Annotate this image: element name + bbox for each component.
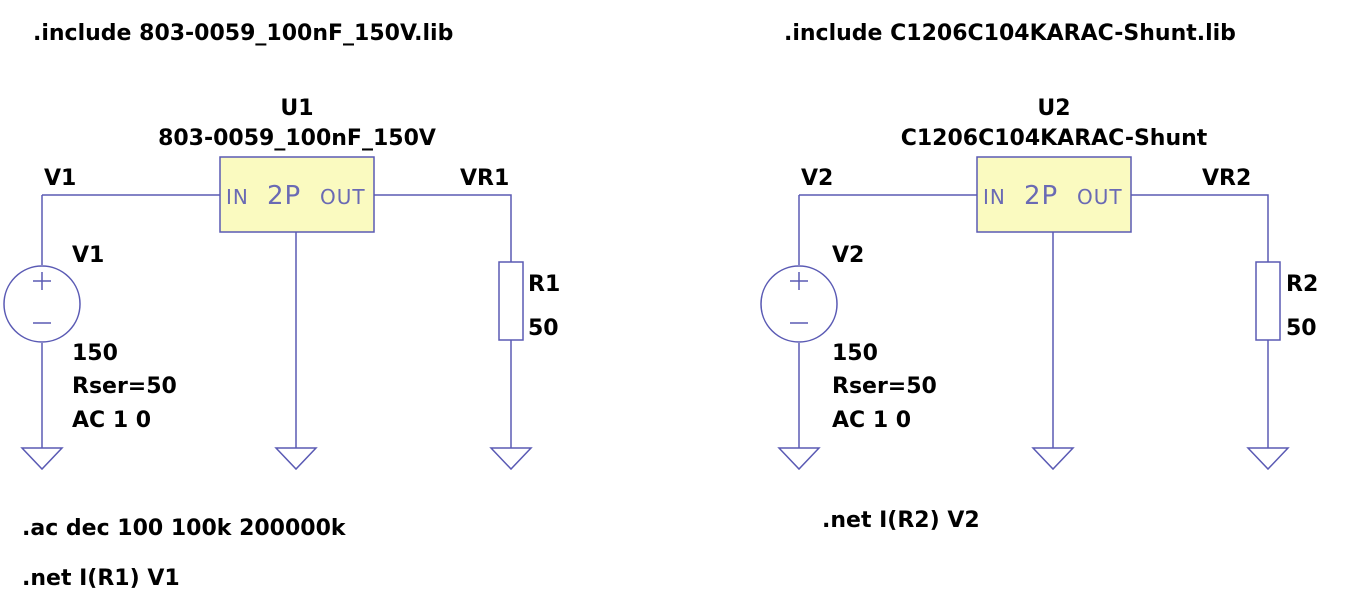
net-label-v2: V2 — [801, 166, 833, 191]
ground-icon — [1246, 447, 1290, 471]
component-ref-u2: U2 — [1037, 96, 1070, 121]
include-directive-left[interactable]: .include 803-0059_100nF_150V.lib — [33, 21, 453, 46]
ground-icon — [20, 447, 64, 471]
source-name-v1: V1 — [72, 243, 104, 268]
resistor-value-r1: 50 — [528, 316, 559, 341]
resistor-name-r1: R1 — [528, 272, 560, 297]
wire-out-vr1[interactable] — [374, 194, 512, 262]
pin-label-out: OUT — [1077, 185, 1123, 209]
voltage-source-v2[interactable] — [760, 265, 838, 343]
component-name-u2: C1206C104KARAC-Shunt — [901, 126, 1208, 151]
plus-icon — [790, 272, 808, 290]
voltage-source-v1[interactable] — [3, 265, 81, 343]
pin-label-2p: 2P — [1024, 181, 1058, 211]
ground-icon — [1031, 447, 1075, 471]
plus-icon — [33, 272, 51, 290]
source-value-v1: 150 — [72, 341, 118, 366]
resistor-r2[interactable] — [1255, 261, 1281, 341]
resistor-value-r2: 50 — [1286, 316, 1317, 341]
source-ac-v2: AC 1 0 — [832, 408, 911, 433]
pin-label-2p: 2P — [267, 181, 301, 211]
source-value-v2: 150 — [832, 341, 878, 366]
net-label-vr2: VR2 — [1202, 166, 1251, 191]
net-directive-left[interactable]: .net I(R1) V1 — [22, 566, 180, 591]
ac-directive[interactable]: .ac dec 100 100k 200000k — [22, 516, 347, 541]
source-rser-v1: Rser=50 — [72, 374, 177, 399]
resistor-r1[interactable] — [498, 261, 524, 341]
voltage-source-body[interactable] — [3, 265, 81, 343]
source-rser-v2: Rser=50 — [832, 374, 937, 399]
circuit-left: IN 2P OUT U1 803-0059_100nF_150V V1 VR1 … — [3, 96, 560, 471]
circuit-right: IN 2P OUT U2 C1206C104KARAC-Shunt V2 VR2… — [760, 96, 1318, 471]
component-u1[interactable] — [219, 156, 375, 233]
component-name-u1: 803-0059_100nF_150V — [158, 126, 436, 151]
ground-icon — [489, 447, 533, 471]
component-u2[interactable] — [976, 156, 1132, 233]
net-label-v1: V1 — [44, 166, 76, 191]
source-ac-v1: AC 1 0 — [72, 408, 151, 433]
include-directive-right[interactable]: .include C1206C104KARAC-Shunt.lib — [784, 21, 1236, 46]
wire-out-vr2[interactable] — [1131, 194, 1269, 262]
ground-icon — [274, 447, 318, 471]
net-label-vr1: VR1 — [460, 166, 509, 191]
voltage-source-body[interactable] — [760, 265, 838, 343]
component-ref-u1: U1 — [280, 96, 313, 121]
net-directive-right[interactable]: .net I(R2) V2 — [822, 508, 980, 533]
ground-icon — [777, 447, 821, 471]
pin-label-out: OUT — [320, 185, 366, 209]
resistor-name-r2: R2 — [1286, 272, 1318, 297]
source-name-v2: V2 — [832, 243, 864, 268]
pin-label-in: IN — [226, 185, 249, 209]
pin-label-in: IN — [983, 185, 1006, 209]
